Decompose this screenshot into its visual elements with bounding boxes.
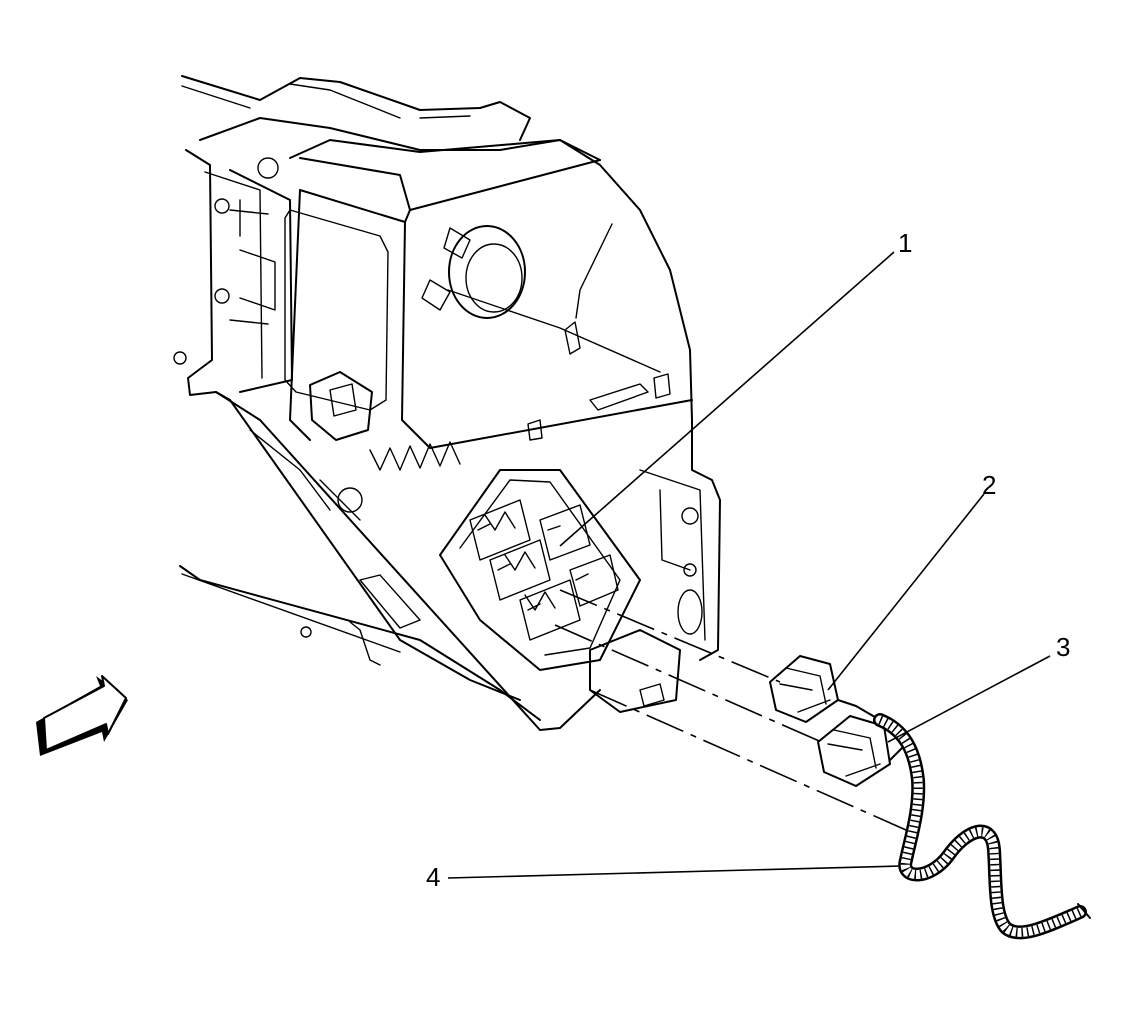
connector-upper xyxy=(769,655,881,723)
view-direction-arrow-icon xyxy=(36,675,128,756)
callout-1: 1 xyxy=(898,228,912,258)
callout-3: 3 xyxy=(1056,632,1070,662)
connector-lower xyxy=(817,715,921,787)
junction-block xyxy=(439,469,641,671)
alignment-lines xyxy=(554,589,907,831)
panel-housing xyxy=(173,75,721,731)
callout-4: 4 xyxy=(426,862,440,892)
wiring-harness xyxy=(873,713,1091,940)
callout-2: 2 xyxy=(982,470,996,500)
leader-lines xyxy=(447,251,1051,879)
